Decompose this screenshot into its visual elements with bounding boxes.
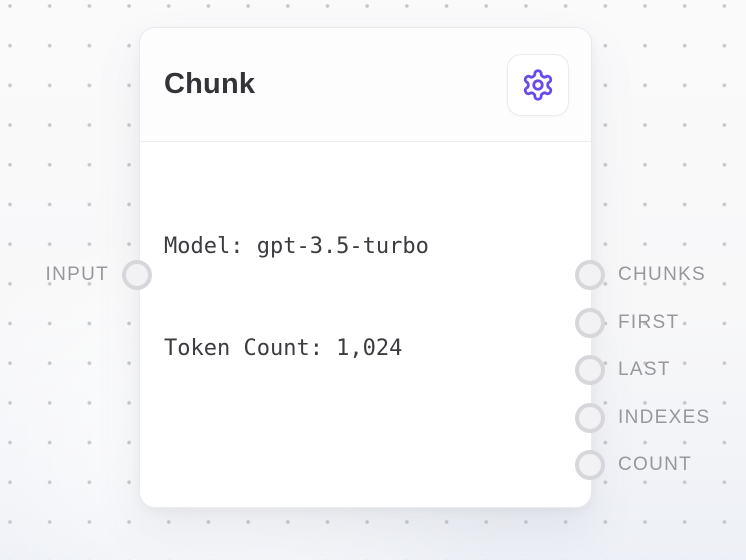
port-handle-chunks[interactable] <box>575 260 605 290</box>
port-output-label: COUNT <box>618 454 693 475</box>
port-handle-count[interactable] <box>575 450 605 480</box>
port-handle-input[interactable] <box>122 260 152 290</box>
node-title: Chunk <box>164 68 256 100</box>
port-output-indexes: INDEXES <box>575 403 711 433</box>
port-handle-indexes[interactable] <box>575 403 605 433</box>
port-output-label: CHUNKS <box>618 264 707 285</box>
node-body-line-model: Model: gpt-3.5-turbo <box>164 234 429 259</box>
port-handle-last[interactable] <box>575 355 605 385</box>
port-output-label: LAST <box>618 359 671 380</box>
port-input: INPUT <box>45 260 152 290</box>
node-body-line-token-count: Token Count: 1,024 <box>164 336 403 361</box>
gear-icon <box>523 68 553 101</box>
node-header: Chunk <box>140 28 591 142</box>
settings-button[interactable] <box>507 53 569 116</box>
port-output-last: LAST <box>575 355 671 385</box>
port-handle-first[interactable] <box>575 308 605 338</box>
port-output-chunks: CHUNKS <box>575 260 706 290</box>
port-output-label: INDEXES <box>618 407 711 428</box>
port-output-label: FIRST <box>618 312 680 333</box>
port-input-label: INPUT <box>45 264 109 285</box>
port-output-count: COUNT <box>575 450 692 480</box>
port-output-first: FIRST <box>575 308 679 338</box>
node-body: Model: gpt-3.5-turbo Token Count: 1,024 <box>140 142 591 454</box>
node-card-chunk[interactable]: Chunk Model: gpt-3.5-turbo Token Count: … <box>139 27 592 508</box>
